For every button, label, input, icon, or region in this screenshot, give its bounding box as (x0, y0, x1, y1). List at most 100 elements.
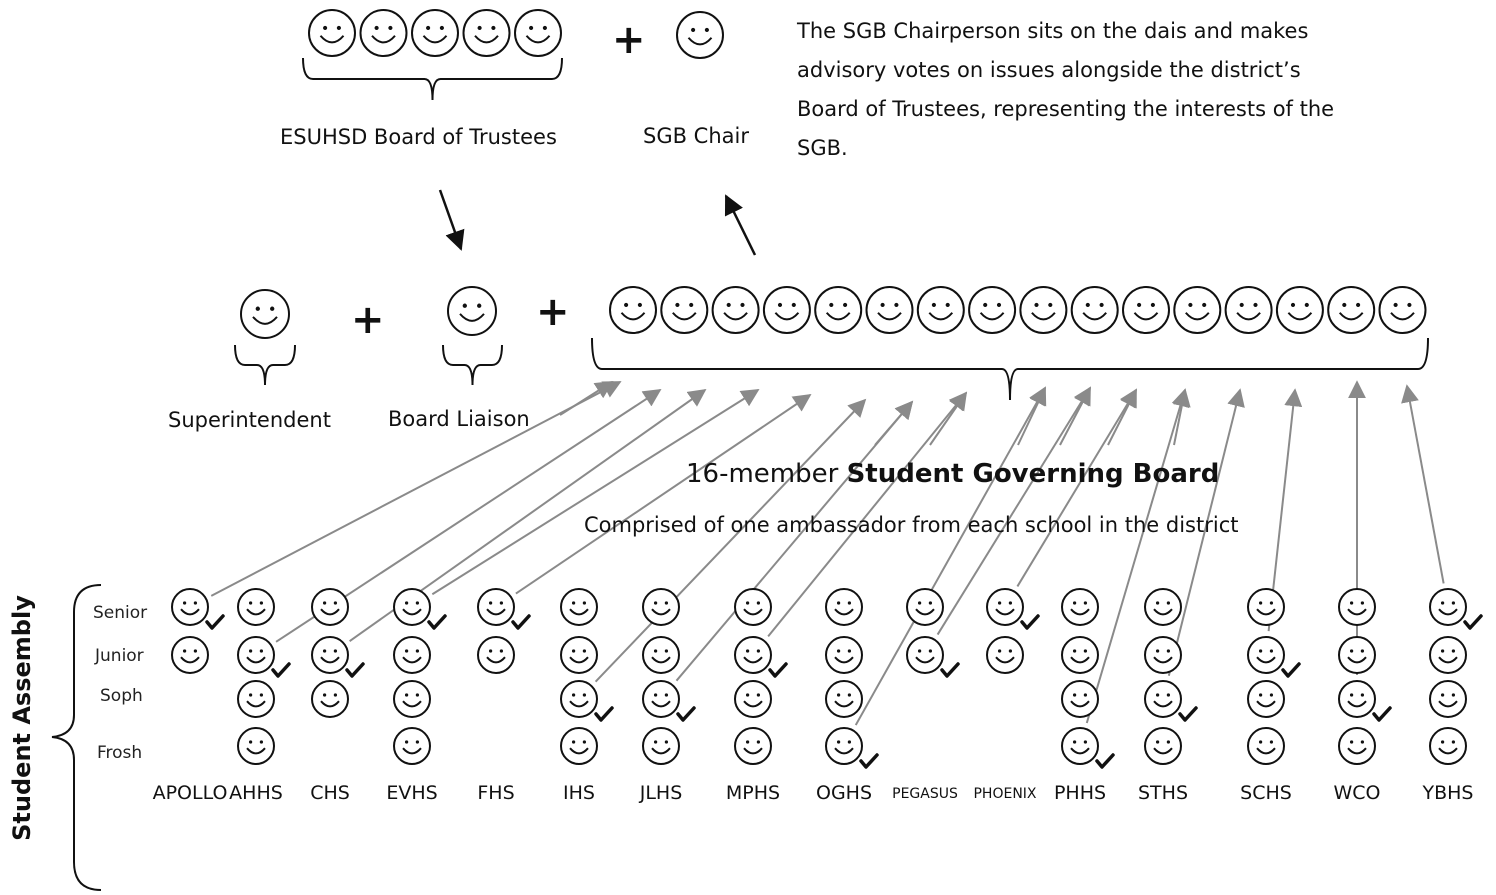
student-face-icon (825, 636, 863, 674)
school-label: APOLLO (152, 782, 228, 804)
trustees-brace (302, 57, 563, 101)
trustee-face-icon (514, 9, 562, 57)
ambassador-arrow (854, 386, 1046, 726)
checkmark-icon (205, 614, 225, 630)
checkmark-icon (859, 753, 879, 769)
sgb-member-face-icon (609, 286, 657, 334)
ambassador-arrow (1085, 388, 1190, 724)
school-label: JLHS (639, 782, 683, 804)
trustees-to-liaison-arrow (438, 189, 465, 251)
student-face-icon (560, 636, 598, 674)
ambassador-arrow (874, 400, 914, 446)
school-label: PHHS (1053, 782, 1107, 804)
ambassador-arrow (515, 393, 812, 595)
sgb-member-face-icon (1122, 286, 1170, 334)
row-label-senior: Senior (93, 603, 148, 623)
trustee-face-icon (359, 9, 408, 57)
sgb-member-face-icon (1327, 286, 1376, 334)
checkmark-icon (1281, 662, 1301, 678)
school-label: PHOENIX (973, 786, 1037, 802)
sgb-member-face-icon (1378, 286, 1427, 334)
ambassador-arrow (1016, 388, 1137, 587)
student-face-icon (1144, 588, 1182, 626)
ambassador-arrow (1059, 386, 1091, 446)
sgb-chair-face-icon (676, 11, 724, 59)
school-label: AHHS (229, 782, 283, 804)
sgb-member-face-icon (916, 286, 965, 334)
checkmark-icon (768, 662, 788, 678)
student-face-icon (1144, 680, 1182, 718)
student-face-icon (734, 636, 772, 674)
student-face-icon (734, 680, 772, 718)
smiley-faces (171, 9, 1467, 765)
student-face-icon (642, 588, 680, 626)
sgb-to-chair-arrow (724, 194, 757, 256)
student-face-icon (171, 588, 209, 626)
superintendent-brace (234, 344, 296, 386)
sgb-brace (591, 337, 1429, 401)
student-face-icon (237, 588, 275, 626)
ambassador-arrow (594, 398, 867, 683)
student-face-icon (986, 588, 1024, 626)
student-face-icon (906, 588, 944, 626)
superintendent-label: Superintendent (168, 408, 331, 432)
sgb-member-face-icon (1173, 286, 1222, 334)
student-face-icon (393, 588, 431, 626)
student-face-icon (1247, 636, 1285, 674)
sgb-member-face-icon (1275, 286, 1324, 334)
plus-sign: + (612, 17, 646, 63)
student-face-icon (560, 680, 598, 718)
student-face-icon (477, 636, 515, 674)
ambassador-arrow (929, 391, 968, 446)
sgb-member-face-icon (762, 286, 811, 334)
row-label-soph: Soph (100, 686, 143, 706)
superintendent-face-icon (240, 289, 290, 339)
checkmark-icon (1178, 706, 1198, 722)
student-face-icon (393, 727, 431, 765)
plus-sign: + (536, 289, 570, 335)
student-face-icon (825, 680, 863, 718)
school-label: SCHS (1240, 782, 1292, 804)
sgb-member-face-icon (711, 286, 760, 334)
school-label: STHS (1137, 782, 1189, 804)
sgb-title: 16-member Student Governing Board (686, 459, 1219, 489)
plus-sign: + (351, 297, 385, 343)
ambassador-arrow (431, 389, 760, 596)
school-label: IHS (563, 782, 595, 804)
liaison-brace (442, 344, 503, 386)
student-face-icon (1061, 680, 1099, 718)
row-label-junior: Junior (95, 646, 144, 666)
checkmark-icon (271, 662, 291, 678)
ambassador-arrow (936, 386, 1091, 636)
assembly-bracket (51, 584, 102, 891)
trustee-face-icon (308, 9, 356, 57)
checkmark-icon (345, 662, 365, 678)
school-label: WCO (1333, 782, 1381, 804)
student-face-icon (1338, 727, 1376, 765)
student-face-icon (393, 636, 431, 674)
ambassador-arrow (1107, 388, 1137, 446)
board-of-trustees-label: ESUHSD Board of Trustees (280, 125, 557, 149)
student-face-icon (1247, 588, 1285, 626)
student-face-icon (1061, 727, 1099, 765)
trustee-face-icon (462, 9, 511, 57)
student-face-icon (642, 636, 680, 674)
student-face-icon (311, 588, 349, 626)
student-face-icon (1429, 680, 1467, 718)
student-face-icon (825, 588, 863, 626)
student-face-icon (560, 727, 598, 765)
sgb-title-prefix: 16-member (686, 459, 847, 489)
student-face-icon (906, 636, 944, 674)
ambassador-arrow (1172, 388, 1191, 446)
ambassador-arrow (1401, 384, 1445, 584)
student-face-icon (237, 727, 275, 765)
sgb-member-face-icon (660, 286, 709, 334)
ambassador-arrows (210, 189, 1445, 726)
sgb-chair-label: SGB Chair (643, 124, 749, 148)
student-face-icon (1144, 636, 1182, 674)
sgb-member-face-icon (1224, 286, 1273, 334)
checkmark-icon (1372, 706, 1392, 722)
student-face-icon (1338, 680, 1376, 718)
sgb-member-face-icon (968, 286, 1017, 334)
